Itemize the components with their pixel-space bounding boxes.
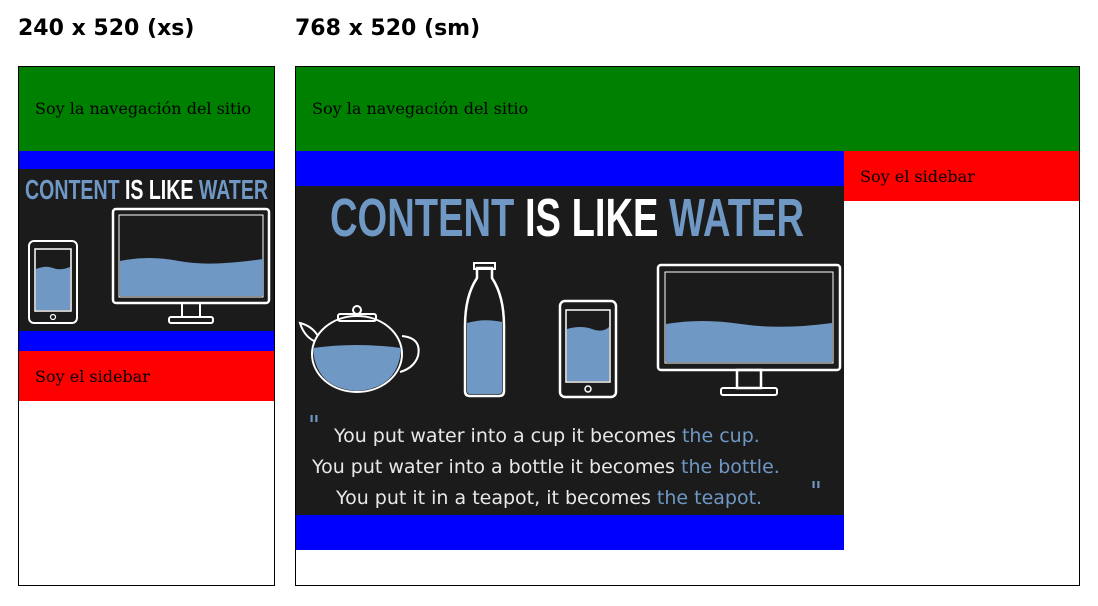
sm-sidebar-text: Soy el sidebar — [860, 167, 975, 186]
xs-sidebar: Soy el sidebar — [19, 351, 274, 401]
sm-close-quote-icon: " — [810, 477, 822, 507]
sm-content-infographic: CONTENT IS LIKE WATER — [296, 186, 844, 515]
xs-title-is-like: IS LIKE — [125, 174, 193, 205]
sm-content-area: CONTENT IS LIKE WATER — [296, 151, 844, 550]
sm-site-navigation: Soy la navegación del sitio — [296, 67, 1079, 151]
sm-title-water: WATER — [669, 188, 804, 248]
sm-title-content: CONTENT — [330, 188, 514, 248]
sm-phone-icon — [558, 299, 618, 399]
sm-title-is-like: IS LIKE — [525, 188, 659, 248]
sm-frame-title: 768 x 520 (sm) — [295, 16, 481, 41]
xs-nav-text: Soy la navegación del sitio — [35, 99, 252, 118]
sm-sidebar: Soy el sidebar — [844, 151, 1079, 201]
sm-quote-line-3: You put it in a teapot, it becomes the t… — [335, 487, 762, 509]
xs-title-content: CONTENT — [25, 174, 120, 205]
xs-content-area: CONTENT IS LIKE WATER — [19, 151, 274, 351]
sm-quote-line-2: You put water into a bottle it becomes t… — [311, 456, 780, 478]
sm-teapot-icon — [298, 305, 420, 393]
sm-quote-line-1: You put water into a cup it becomes the … — [333, 425, 760, 447]
sm-device-frame: Soy la navegación del sitio CONTENT IS L… — [295, 66, 1080, 586]
xs-monitor-icon — [111, 207, 271, 324]
sm-nav-text: Soy la navegación del sitio — [312, 99, 529, 118]
xs-sidebar-text: Soy el sidebar — [35, 367, 150, 386]
xs-device-frame: Soy la navegación del sitio CONTENT IS L… — [18, 66, 275, 586]
sm-monitor-icon — [656, 263, 842, 396]
svg-text:CONTENT IS LIKE: CONTENT IS LIKE WATER — [25, 174, 268, 205]
xs-content-infographic: CONTENT IS LIKE WATER — [19, 169, 274, 331]
xs-site-navigation: Soy la navegación del sitio — [19, 67, 274, 151]
xs-infographic-svg: CONTENT IS LIKE WATER — [25, 174, 271, 324]
xs-title-water: WATER — [199, 174, 268, 205]
xs-phone-icon — [28, 240, 78, 324]
sm-infographic-svg: CONTENT IS LIKE WATER — [298, 188, 842, 509]
sm-bottle-icon — [463, 262, 506, 398]
svg-text:CONTENT IS LIKE: CONTENT IS LIKE WATER — [330, 188, 804, 248]
xs-frame-title: 240 x 520 (xs) — [18, 16, 195, 41]
sm-open-quote-icon: " — [308, 411, 320, 441]
